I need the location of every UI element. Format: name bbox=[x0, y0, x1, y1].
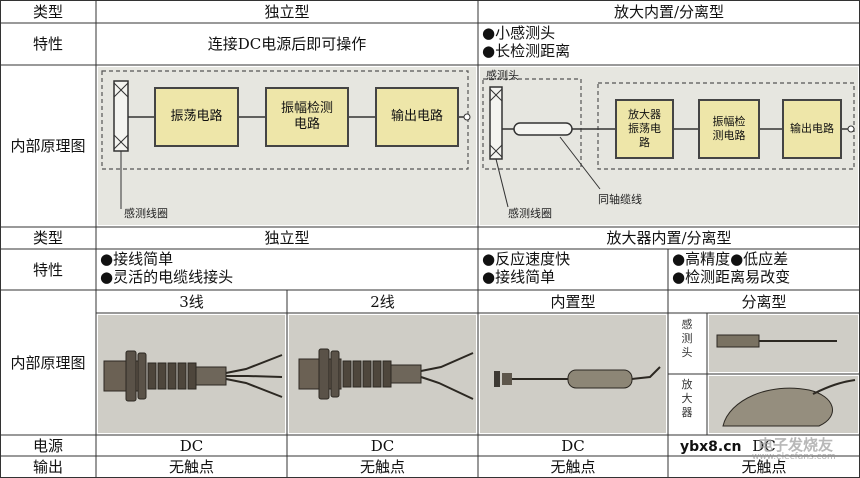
amp-feature-list: ●小感测头 ●长检测距离 bbox=[478, 24, 860, 65]
power-value: DC bbox=[752, 436, 776, 455]
subheader-separate: 分离型 bbox=[741, 292, 787, 311]
power-label: 电源 bbox=[32, 436, 63, 455]
sensor-3wire-image bbox=[98, 315, 285, 433]
output-value: 无触点 bbox=[550, 458, 596, 476]
separate-head-label: 感测头 bbox=[681, 318, 693, 359]
sensor-builtin-drawing bbox=[494, 366, 661, 389]
principle-label-2: 内部原理图 bbox=[10, 353, 86, 372]
standalone-diagram-lines bbox=[101, 70, 471, 209]
amp-feature-item: ●小感测头 bbox=[482, 24, 556, 42]
standalone-diagram: 振荡电路 振幅检测电路 输出电路 感测线圈 bbox=[98, 67, 476, 225]
subheader-2wire: 2线 bbox=[370, 292, 395, 311]
feature-label: 特性 bbox=[32, 35, 63, 53]
separate-feature-item: ●高精度●低应差 bbox=[672, 250, 789, 268]
subheader-builtin: 内置型 bbox=[550, 292, 596, 311]
sensor-2wire-drawing bbox=[298, 348, 474, 400]
amp-osc-box: 放大器振荡电路 bbox=[615, 99, 674, 159]
power-value: DC bbox=[561, 436, 585, 455]
sensor-builtin-image bbox=[480, 315, 666, 433]
output-value: 无触点 bbox=[741, 458, 787, 476]
watermark-brand-url: www.elecfans.com bbox=[752, 452, 836, 462]
standalone-header: 独立型 bbox=[264, 2, 310, 21]
type-label-2: 类型 bbox=[32, 229, 63, 247]
standalone-header-2: 独立型 bbox=[264, 229, 310, 247]
subheader-3wire: 3线 bbox=[179, 292, 204, 311]
osc-circuit-box: 振荡电路 bbox=[154, 87, 239, 147]
separate-feature-item: ●检测距离易改变 bbox=[672, 268, 791, 286]
standalone-feature-item: ●灵活的电缆线接头 bbox=[100, 268, 234, 286]
watermark-site: ybx8.cn bbox=[678, 439, 744, 455]
coil-label-2: 感测线圈 bbox=[508, 207, 552, 220]
amp-builtin-diagram: 感测头 放大器振荡电路 振幅检测电路 输出电路 感测线圈 同轴缆线 bbox=[480, 67, 858, 225]
separate-head-image bbox=[709, 315, 858, 372]
separate-amp-image bbox=[709, 376, 858, 433]
output-circuit-box: 输出电路 bbox=[375, 87, 459, 147]
power-value: DC bbox=[179, 436, 204, 455]
amplitude-detect-box: 振幅检测电路 bbox=[265, 87, 349, 147]
standalone-feature-list: ●接线简单 ●灵活的电缆线接头 bbox=[96, 250, 478, 290]
amp-builtin-header-2: 放大器内置/分离型 bbox=[606, 229, 732, 247]
separate-amp-drawing bbox=[722, 379, 856, 427]
cable-label: 同轴缆线 bbox=[598, 193, 642, 206]
amp-feature-item: ●长检测距离 bbox=[482, 42, 571, 60]
builtin-feature-list: ●反应速度快 ●接线简单 bbox=[478, 250, 668, 290]
separate-feature-list: ●高精度●低应差 ●检测距离易改变 bbox=[668, 250, 860, 290]
feature-label-2: 特性 bbox=[32, 260, 63, 279]
type-label: 类型 bbox=[32, 2, 63, 21]
principle-label: 内部原理图 bbox=[10, 137, 86, 155]
separate-head-drawing bbox=[716, 334, 837, 348]
output-label: 输出 bbox=[32, 458, 63, 476]
output-value: 无触点 bbox=[359, 458, 405, 476]
output-value: 无触点 bbox=[168, 458, 214, 476]
standalone-feature-item: ●接线简单 bbox=[100, 250, 174, 268]
power-value: DC bbox=[370, 436, 395, 455]
sensor-3wire-drawing bbox=[103, 350, 283, 402]
builtin-feature-item: ●反应速度快 bbox=[482, 250, 571, 268]
amp-builtin-diagram-lines bbox=[482, 78, 855, 208]
amp-builtin-header: 放大内置/分离型 bbox=[613, 2, 725, 21]
standalone-feature: 连接DC电源后即可操作 bbox=[207, 35, 367, 53]
watermark-brand: 电子发烧友 bbox=[758, 436, 834, 454]
builtin-feature-item: ●接线简单 bbox=[482, 268, 556, 286]
amplitude-detect-box-2: 振幅检测电路 bbox=[698, 99, 760, 159]
sensor-2wire-image bbox=[289, 315, 476, 433]
separate-amp-label: 放大器 bbox=[681, 378, 693, 419]
output-circuit-box-2: 输出电路 bbox=[782, 99, 842, 159]
coil-label: 感测线圈 bbox=[124, 207, 168, 220]
head-label: 感测头 bbox=[486, 69, 519, 82]
